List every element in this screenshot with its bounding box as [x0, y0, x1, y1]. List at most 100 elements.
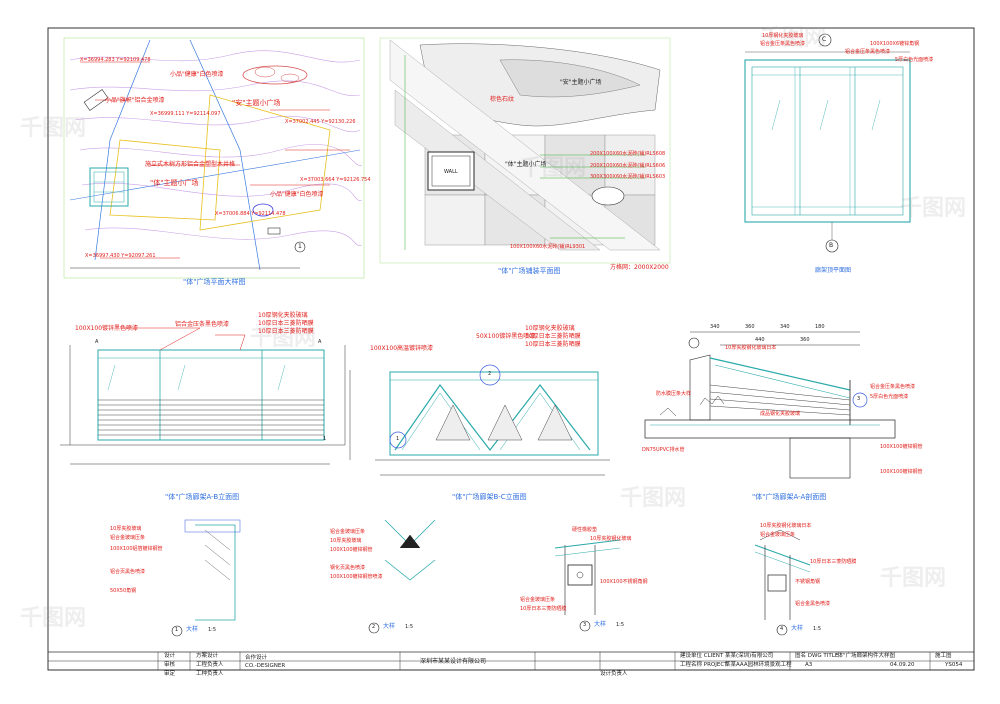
elev-marker: 2 — [488, 371, 492, 377]
dim: 440 — [755, 337, 765, 343]
dim: 180 — [815, 324, 825, 330]
detail-spec: 钢化页黑色喷漆 — [330, 565, 366, 571]
client-label: 建设单位 CLIENT — [680, 653, 724, 659]
detail-spec: 铝合金玻璃压条 — [760, 532, 796, 538]
section-spec: 100X100镀锌钢管 — [880, 444, 923, 450]
detail-3 — [554, 539, 621, 632]
top-plan-title: 廊架顶平面图 — [815, 267, 852, 274]
detail-spec: 10厚夹胶玻璃 — [110, 526, 142, 532]
detail-scale: 1:5 — [616, 622, 625, 628]
zone-label: "体"主题小广场 — [150, 179, 199, 187]
paving-spec: 300X300X60水泥砖(铺)RLS603 — [590, 174, 666, 180]
elev-spec: 10厚日本三菱防晒膜 — [258, 328, 314, 335]
drawing-title: "体"广场廊架构件大样图 — [835, 653, 896, 659]
section-spec: 铝合金压条黑色喷漆 — [870, 384, 916, 390]
section-spec: DN75UPVC排水管 — [642, 447, 685, 453]
elev-ab-title: "体"广场廊架A-B立面图 — [165, 493, 240, 501]
role-label: 工种负责人 — [196, 671, 224, 677]
coord: X=37006.884 Y=92114.478 — [215, 211, 286, 217]
elev-spec: 10厚日本三菱防晒膜 — [525, 333, 581, 340]
detail-spec: 10厚夹胶钢化玻璃日本 — [760, 523, 812, 529]
stage: 施工图 — [935, 653, 952, 659]
detail-spec: 10厚夹胶玻璃 — [330, 538, 362, 544]
detail-spec: 不锈钢角钢 — [795, 579, 821, 585]
detail-label: 大样 — [791, 625, 804, 632]
role-label: 方案设计 — [196, 653, 219, 659]
paving-spec: 200X100X60水泥砖(铺)RLS608 — [590, 151, 666, 157]
dim: 340 — [780, 324, 790, 330]
wall-label: WALL — [444, 169, 458, 175]
detail-label: 大样 — [383, 623, 396, 630]
detail-spec: 铝合金玻璃压条 — [110, 535, 146, 541]
watermark: 千图网 — [900, 196, 967, 221]
paving-spec: 200X100X60水泥砖(铺)RLS606 — [590, 163, 666, 169]
section-marker: 3 — [857, 396, 861, 402]
section-aa-title: "体"广场廊架A-A剖面图 — [752, 493, 827, 501]
detail-scale: 1:5 — [813, 626, 822, 632]
top-spec: 100X100X6镀锌角钢 — [870, 41, 920, 47]
detail-spec: 硬性橡胶垫 — [572, 527, 598, 533]
detail-1 — [171, 519, 241, 637]
elev-marker: 1 — [323, 436, 327, 442]
detail-marker: 4 — [780, 626, 784, 632]
detail-label: 大样 — [186, 626, 199, 633]
top-spec: 铝合金压条黑色喷漆 — [760, 41, 806, 47]
detail-spec: 100X100不锈钢角钢 — [600, 579, 648, 585]
plan-main-title: "体"广场平面大样图 — [183, 278, 246, 286]
dim: 360 — [745, 324, 755, 330]
plan-main — [63, 37, 365, 279]
zone-label: "安"主题小广场 — [560, 79, 602, 86]
note: 小品"旗帜"铝合金喷漆 — [105, 97, 165, 104]
detail-spec: 铝合金玻璃压条 — [520, 597, 556, 603]
detail-spec: 100X100铝箔镀锌钢管 — [110, 546, 163, 552]
detail-marker: 1 — [175, 627, 179, 633]
detail-spec: 铝合页黑色喷漆 — [110, 569, 146, 575]
date: 04.09.20 — [890, 662, 915, 668]
plan-marker: 1 — [298, 243, 302, 250]
detail-spec: 10厚夹胶钢化玻璃 — [590, 536, 632, 542]
section-spec: 防水膜压条大样 — [656, 391, 692, 397]
note: 小品"健康"白色喷漆 — [270, 191, 324, 198]
section-spec: 成品钢化夹胶玻璃 — [760, 411, 801, 417]
role-label: 设计负责人 — [600, 671, 628, 677]
drawing-label: 图名 DWG TITLE — [795, 653, 839, 659]
note: 小品"健康"白色喷漆 — [170, 71, 224, 78]
paving-spec: 100X100X60水泥砖(铺)RL9301 — [510, 244, 586, 250]
role-label: 工程负责人 — [196, 662, 224, 668]
paving-spec: 棕色石纹 — [490, 96, 515, 103]
detail-marker: 3 — [583, 622, 587, 628]
detail-spec: 铝合金玻璃压条 — [330, 529, 366, 535]
coord: X=36994.283 Y=92109.478 — [80, 57, 151, 63]
dim: 360 — [800, 337, 810, 343]
detail-scale: 1:5 — [208, 627, 217, 633]
top-spec: 5厚白色光面喷漆 — [895, 57, 934, 63]
elev-spec: 铝合金压条黑色喷漆 — [175, 321, 230, 328]
detail-spec: 10厚日本三菱防晒膜 — [810, 559, 857, 565]
coord: X=36997.430 Y=92097.261 — [85, 253, 156, 259]
plan-paving — [379, 37, 671, 264]
top-spec: 10厚钢化夹胶玻璃 — [762, 33, 804, 39]
drawing-number: YS054 — [945, 662, 963, 668]
coord: X=36999.111 Y=92114.097 — [150, 111, 221, 117]
client: 某某(深圳)有限公司 — [725, 653, 774, 659]
scale: A3 — [805, 662, 813, 668]
elev-marker: A — [318, 339, 322, 345]
cooperation: 合作设计 — [245, 655, 268, 661]
elev-spec: 50X100镀锌黑色喷漆 — [476, 333, 536, 340]
elev-marker: A — [95, 339, 99, 345]
watermark: 千图网 — [620, 486, 687, 511]
elev-marker: 1 — [396, 436, 400, 442]
elev-spec: 10厚钢化夹胶玻璃 — [525, 325, 575, 332]
top-marker: B — [829, 242, 834, 249]
section-aa — [644, 331, 896, 479]
elev-spec: 100X100镀锌黑色喷漆 — [75, 325, 139, 332]
company-en: CO.-DESIGNER — [245, 663, 286, 669]
section-spec: 5厚白色光面喷漆 — [870, 394, 909, 400]
title-block-grid — [48, 652, 974, 671]
detail-2 — [368, 519, 436, 634]
top-spec: 铝合金压条黑色喷漆 — [845, 49, 891, 55]
detail-spec: 50X50角钢 — [110, 588, 137, 594]
elev-bc — [349, 364, 610, 476]
company-cn: 深圳市某某设计有限公司 — [420, 658, 487, 665]
